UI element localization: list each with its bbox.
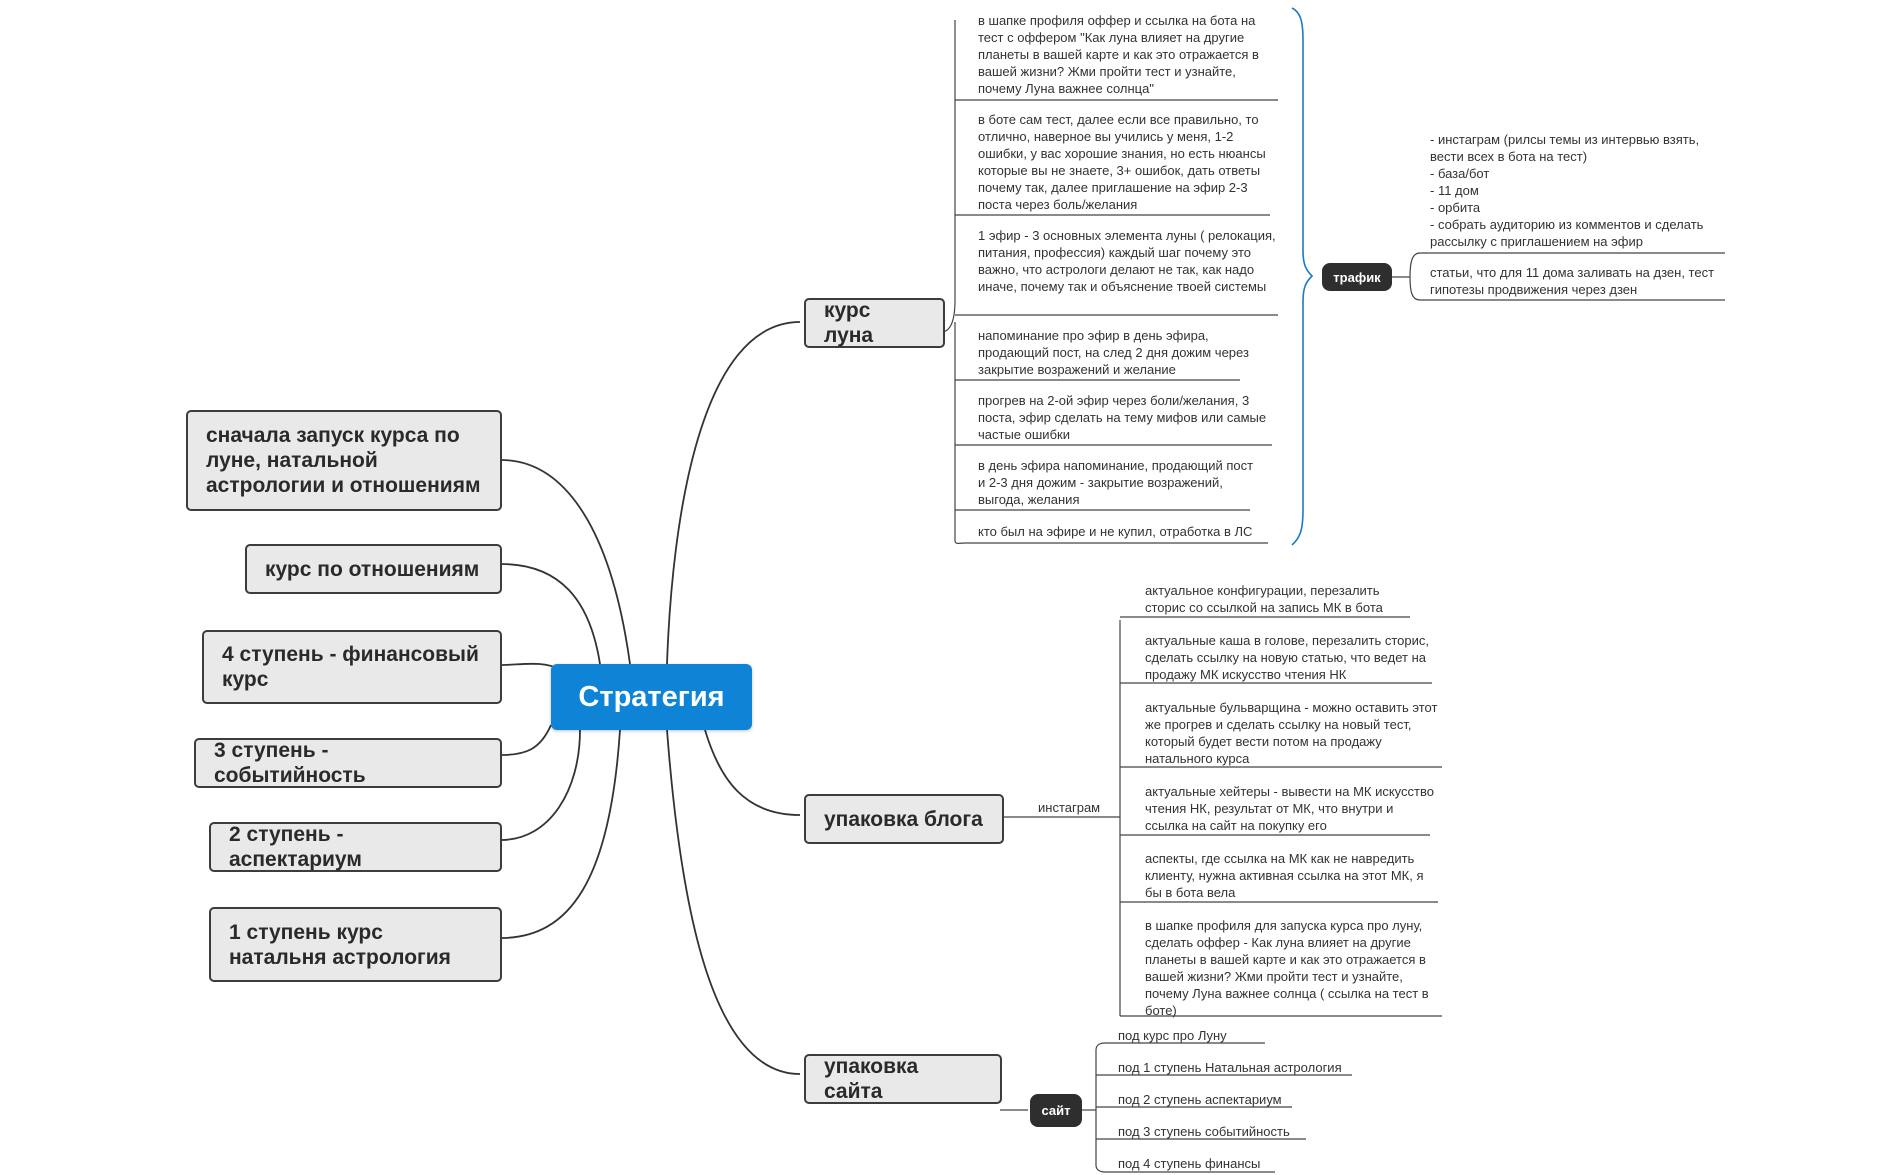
traffic-item-channels[interactable]: - инстаграм (рилсы темы из интервью взят… — [1430, 132, 1704, 249]
blog-item-configurations[interactable]: актуальное конфигурации, перезалить стор… — [1145, 583, 1383, 615]
topic-launch-order[interactable]: сначала запуск курса по луне, натальной … — [186, 410, 502, 511]
moon-item-first-stream[interactable]: 1 эфир - 3 основных элемента луны ( рело… — [978, 228, 1276, 294]
topic-stage-3-events[interactable]: 3 ступень - событийность — [194, 738, 502, 788]
traffic-label[interactable]: трафик — [1322, 263, 1392, 291]
topic-site-packaging[interactable]: упаковка сайта — [804, 1054, 1002, 1104]
topic-moon-course[interactable]: курс луна — [804, 298, 945, 348]
moon-item-follow-up[interactable]: кто был на эфире и не купил, отработка в… — [978, 524, 1253, 539]
central-topic[interactable]: Стратегия — [551, 664, 752, 730]
site-item-stage-3[interactable]: под 3 ступень событийность — [1118, 1124, 1290, 1139]
blog-item-profile-header[interactable]: в шапке профиля для запуска курса про лу… — [1145, 918, 1429, 1018]
site-item-stage-2[interactable]: под 2 ступень аспектариум — [1118, 1092, 1282, 1107]
topic-stage-1-natal[interactable]: 1 ступень курс натальня астрология — [209, 907, 502, 982]
site-label[interactable]: сайт — [1030, 1094, 1082, 1127]
instagram-label[interactable]: инстаграм — [1038, 800, 1101, 815]
blog-item-mess-in-head[interactable]: актуальные каша в голове, перезалить сто… — [1145, 633, 1430, 682]
topic-stage-2-aspectarium[interactable]: 2 ступень - аспектариум — [209, 822, 502, 872]
topic-stage-4-finance[interactable]: 4 ступень - финансовый курс — [202, 630, 502, 704]
moon-item-profile-offer[interactable]: в шапке профиля оффер и ссылка на бота н… — [978, 13, 1259, 96]
moon-item-second-warmup[interactable]: прогрев на 2-ой эфир через боли/желания,… — [978, 393, 1267, 442]
moon-item-bot-test[interactable]: в боте сам тест, далее если все правильн… — [978, 112, 1266, 212]
topic-relationships-course[interactable]: курс по отношениям — [245, 544, 502, 594]
moon-item-stream-day[interactable]: в день эфира напоминание, продающий пост… — [978, 458, 1254, 507]
site-item-stage-4[interactable]: под 4 ступень финансы — [1118, 1156, 1261, 1171]
traffic-item-zen-articles[interactable]: статьи, что для 11 дома заливать на дзен… — [1430, 265, 1715, 297]
topic-blog-packaging[interactable]: упаковка блога — [804, 794, 1004, 844]
blog-item-boulevard[interactable]: актуальные бульварщина - можно оставить … — [1145, 700, 1438, 766]
site-item-stage-1[interactable]: под 1 ступень Натальная астрология — [1118, 1060, 1342, 1075]
blog-item-haters[interactable]: актуальные хейтеры - вывести на МК искус… — [1145, 784, 1434, 833]
blog-item-aspects[interactable]: аспекты, где ссылка на МК как не навреди… — [1145, 851, 1424, 900]
site-item-moon[interactable]: под курс про Луну — [1118, 1028, 1227, 1043]
moon-item-reminder[interactable]: напоминание про эфир в день эфира, прода… — [978, 328, 1249, 377]
